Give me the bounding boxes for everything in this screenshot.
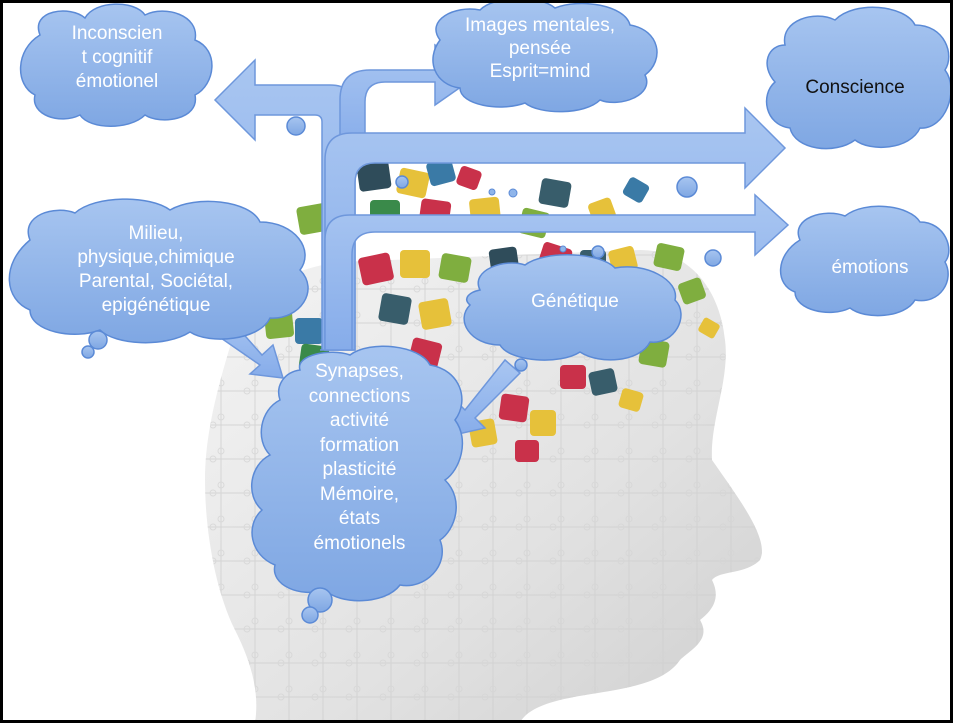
cloud-images-text: Images mentales, pensée Esprit=mind: [445, 14, 635, 83]
cloud-milieu: [8, 198, 309, 359]
cloud-conscience-text: Conscience: [780, 76, 930, 100]
text-line: Mémoire,: [319, 483, 400, 505]
arrow-genetique-to-synapses: [443, 358, 522, 439]
decorative-bubbles: [488, 188, 567, 253]
text-line: Images mentales,: [465, 15, 615, 36]
text-line: formation: [319, 434, 400, 456]
text-line: epigénétique: [101, 295, 211, 316]
text-line: Parental, Sociétal,: [78, 271, 234, 292]
text-line: émotionels: [313, 532, 406, 554]
text-line: pensée: [508, 38, 572, 59]
cloud-inconscient-text: Inconscien t cognitif émotionel: [52, 22, 182, 94]
cloud-genetique: [463, 249, 722, 372]
text-line: Esprit=mind: [489, 61, 591, 82]
text-line: t cognitif: [81, 47, 153, 68]
text-line: états: [338, 508, 381, 529]
cloud-synapses: [251, 345, 464, 624]
cloud-synapses-text: Synapses, connections activité formation…: [272, 360, 447, 556]
text-line: Milieu,: [128, 223, 184, 244]
arrow-to-conscience: [324, 106, 787, 351]
cloud-emotions: [591, 205, 950, 317]
text-line: Conscience: [805, 77, 905, 98]
text-line: activité: [329, 410, 390, 431]
cloud-conscience: [676, 6, 952, 198]
arrow-to-emotions: [324, 193, 790, 351]
clouds: [8, 0, 952, 624]
text-line: Inconscien: [71, 23, 163, 44]
cloud-emotions-text: émotions: [795, 256, 945, 280]
text-line: émotionel: [75, 71, 159, 92]
text-line: Génétique: [531, 291, 619, 312]
text-line: plasticité: [322, 459, 397, 480]
text-line: émotions: [831, 257, 909, 278]
cloud-milieu-text: Milieu, physique,chimique Parental, Soci…: [25, 222, 287, 318]
text-line: physique,chimique: [77, 247, 235, 268]
text-line: connections: [308, 385, 411, 407]
cloud-inconscient: [19, 3, 306, 136]
text-line: Synapses,: [315, 361, 404, 382]
cloud-genetique-text: Génétique: [485, 290, 665, 314]
